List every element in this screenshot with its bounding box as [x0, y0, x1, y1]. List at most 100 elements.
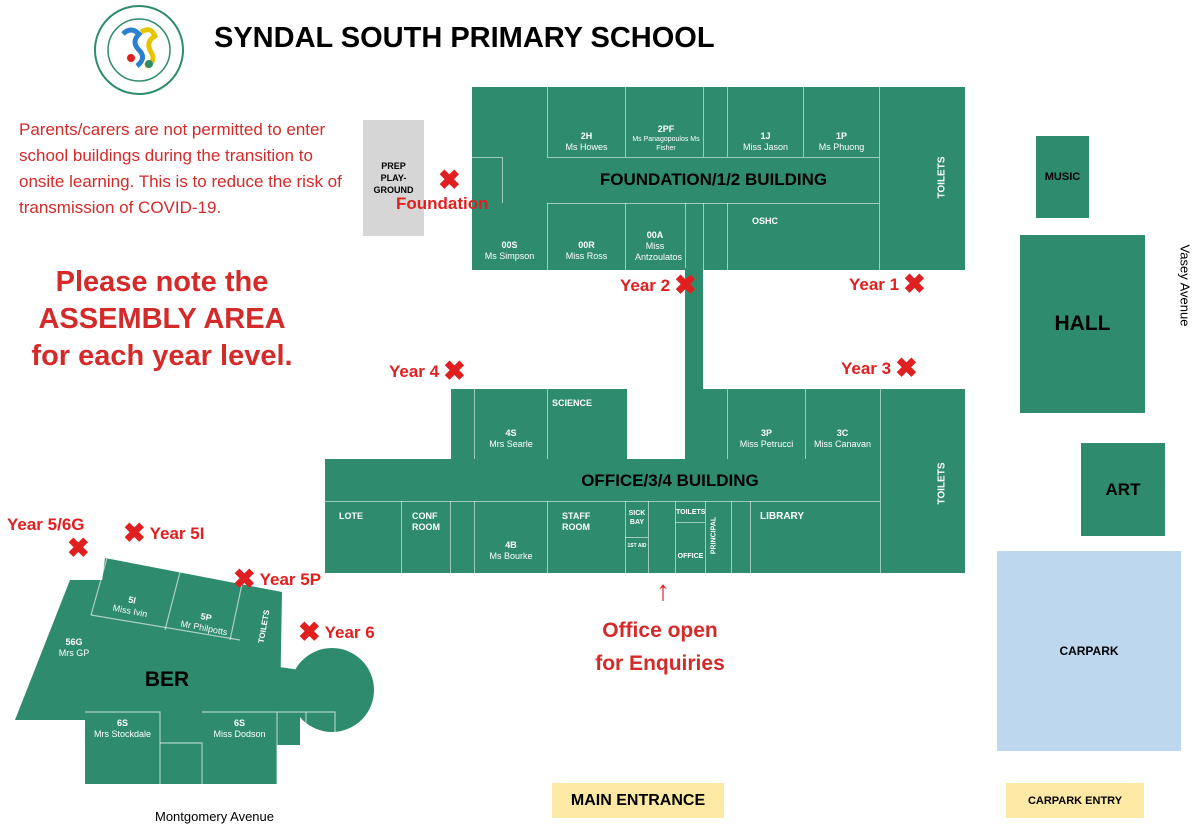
- room-2H: 2H Ms Howes: [548, 131, 625, 153]
- room-00R-teacher: Miss Ross: [565, 251, 608, 261]
- room-3C-code: 3C: [836, 428, 849, 438]
- room-toilets-small: TOILETS: [676, 509, 706, 516]
- room-3P: 3P Miss Petrucci: [728, 428, 805, 450]
- assembly-note-line1: Please note the: [55, 266, 269, 298]
- room-3C-teacher: Miss Canavan: [813, 439, 872, 449]
- assembly-year6: ✖ Year 6: [298, 619, 375, 646]
- room-science: SCIENCE: [552, 398, 593, 408]
- room-6S-stockdale: 6S Mrs Stockdale: [85, 718, 160, 740]
- art-building: ART: [1081, 443, 1165, 536]
- marker-x-icon: ✖: [443, 356, 466, 386]
- assembly-year3-label: Year 3: [841, 358, 892, 378]
- room-2H-teacher: Ms Howes: [565, 142, 608, 152]
- assembly-year1: Year 1 ✖: [849, 271, 926, 298]
- room-00S-teacher: Ms Simpson: [484, 251, 535, 261]
- room-oshc: OSHC: [751, 216, 778, 226]
- room-principal: PRINCIPAL: [710, 516, 718, 555]
- marker-x-icon: ✖: [298, 617, 321, 647]
- office-note-line2: for Enquiries: [595, 652, 725, 675]
- upper-wing-4s-science: [451, 389, 627, 459]
- room-4S-code: 4S: [505, 428, 517, 438]
- room-1P-code: 1P: [835, 131, 847, 141]
- room-00S: 00S Ms Simpson: [472, 240, 547, 262]
- assembly-year5-6g-label: Year 5/6G: [7, 515, 85, 534]
- assembly-year4-label: Year 4: [389, 361, 440, 381]
- assembly-year5p: ✖ Year 5P: [233, 566, 321, 593]
- assembly-year5-6g: Year 5/6G ✖: [7, 515, 90, 562]
- office-building-label: OFFICE/3/4 BUILDING: [581, 471, 759, 490]
- corridor: [685, 268, 703, 390]
- ber-building: [15, 557, 374, 784]
- assembly-year3: Year 3 ✖: [841, 355, 918, 382]
- room-56G-code: 56G: [65, 637, 83, 647]
- room-00S-code: 00S: [501, 240, 518, 250]
- assembly-note-line2: ASSEMBLY AREA: [38, 303, 286, 335]
- office-toilets: TOILETS: [936, 462, 948, 505]
- room-3P-code: 3P: [760, 428, 772, 438]
- school-logo: [93, 4, 185, 96]
- assembly-year6-label: Year 6: [324, 622, 375, 642]
- assembly-year1-label: Year 1: [849, 274, 900, 294]
- foundation-toilets: TOILETS: [936, 156, 948, 199]
- notice-text: Parents/carers are not permitted to ente…: [19, 120, 342, 217]
- music-building: MUSIC: [1036, 136, 1089, 218]
- assembly-year2: Year 2 ✖: [620, 272, 697, 299]
- assembly-year4: Year 4 ✖: [389, 358, 466, 385]
- prep-playground-label: PREP PLAY-GROUND: [373, 161, 414, 195]
- room-4S: 4S Mrs Searle: [475, 428, 547, 450]
- assembly-year2-label: Year 2: [620, 275, 671, 295]
- room-56G-teacher: Mrs GP: [58, 648, 90, 658]
- assembly-year5p-label: Year 5P: [259, 569, 322, 589]
- room-6S-dodson: 6S Miss Dodson: [202, 718, 277, 740]
- ber-label: BER: [144, 668, 190, 691]
- room-6S-stockdale-teacher: Mrs Stockdale: [93, 729, 152, 739]
- room-00R: 00R Miss Ross: [548, 240, 625, 262]
- room-2H-code: 2H: [580, 131, 593, 141]
- room-1J-teacher: Miss Jason: [742, 142, 788, 152]
- carpark-entry: CARPARK ENTRY: [1006, 783, 1144, 818]
- upper-wing-3p-3c: [685, 389, 965, 459]
- room-56G: 56G Mrs GP: [44, 637, 104, 659]
- room-6S-stockdale-code: 6S: [116, 718, 128, 728]
- marker-x-icon: ✖: [233, 564, 256, 594]
- main-entrance: MAIN ENTRANCE: [552, 783, 724, 818]
- assembly-note: Please note the ASSEMBLY AREA for each y…: [10, 264, 314, 375]
- marker-x-icon: ✖: [67, 533, 90, 563]
- room-4B-teacher: Ms Bourke: [489, 551, 533, 561]
- carpark: CARPARK: [997, 551, 1181, 751]
- room-3P-teacher: Miss Petrucci: [739, 439, 794, 449]
- room-lote: LOTE: [339, 511, 363, 521]
- prep-playground: PREP PLAY-GROUND: [363, 120, 424, 236]
- page-title: SYNDAL SOUTH PRIMARY SCHOOL: [214, 22, 715, 54]
- office-note: Office open for Enquiries: [565, 614, 755, 680]
- room-library: LIBRARY: [760, 511, 805, 522]
- office-note-line1: Office open: [602, 619, 718, 642]
- carpark-label: CARPARK: [1059, 644, 1119, 658]
- room-conf: CONF ROOM: [412, 511, 440, 532]
- room-sickbay: SICK BAY: [628, 510, 646, 526]
- room-office: OFFICE: [677, 553, 704, 560]
- office-building: [325, 459, 965, 573]
- music-label: MUSIC: [1044, 171, 1081, 183]
- room-00A-code: 00A: [646, 230, 664, 240]
- room-1J-code: 1J: [760, 131, 771, 141]
- room-00A: 00A Miss Antzoulatos: [624, 230, 686, 263]
- assembly-year5i-label: Year 5I: [149, 523, 205, 543]
- room-2PF-teacher: Ms Panagopoulos Ms Fisher: [632, 136, 700, 152]
- room-4B-code: 4B: [505, 540, 517, 550]
- room-3C: 3C Miss Canavan: [805, 428, 880, 450]
- marker-x-icon: ✖: [903, 269, 926, 299]
- room-firstaid: 1ST AID: [627, 543, 647, 549]
- assembly-year5i: ✖ Year 5I: [123, 520, 204, 547]
- marker-x-icon: ✖: [674, 270, 697, 300]
- foundation-building: [472, 87, 965, 270]
- marker-x-icon: ✖: [438, 165, 461, 195]
- room-1J: 1J Miss Jason: [728, 131, 803, 153]
- room-6S-dodson-code: 6S: [233, 718, 245, 728]
- marker-x-icon: ✖: [123, 518, 146, 548]
- foundation-building-label: FOUNDATION/1/2 BUILDING: [599, 170, 828, 189]
- hall-building: HALL: [1020, 235, 1145, 413]
- room-4S-teacher: Mrs Searle: [489, 439, 533, 449]
- marker-x-icon: ✖: [895, 353, 918, 383]
- room-00R-code: 00R: [578, 240, 595, 250]
